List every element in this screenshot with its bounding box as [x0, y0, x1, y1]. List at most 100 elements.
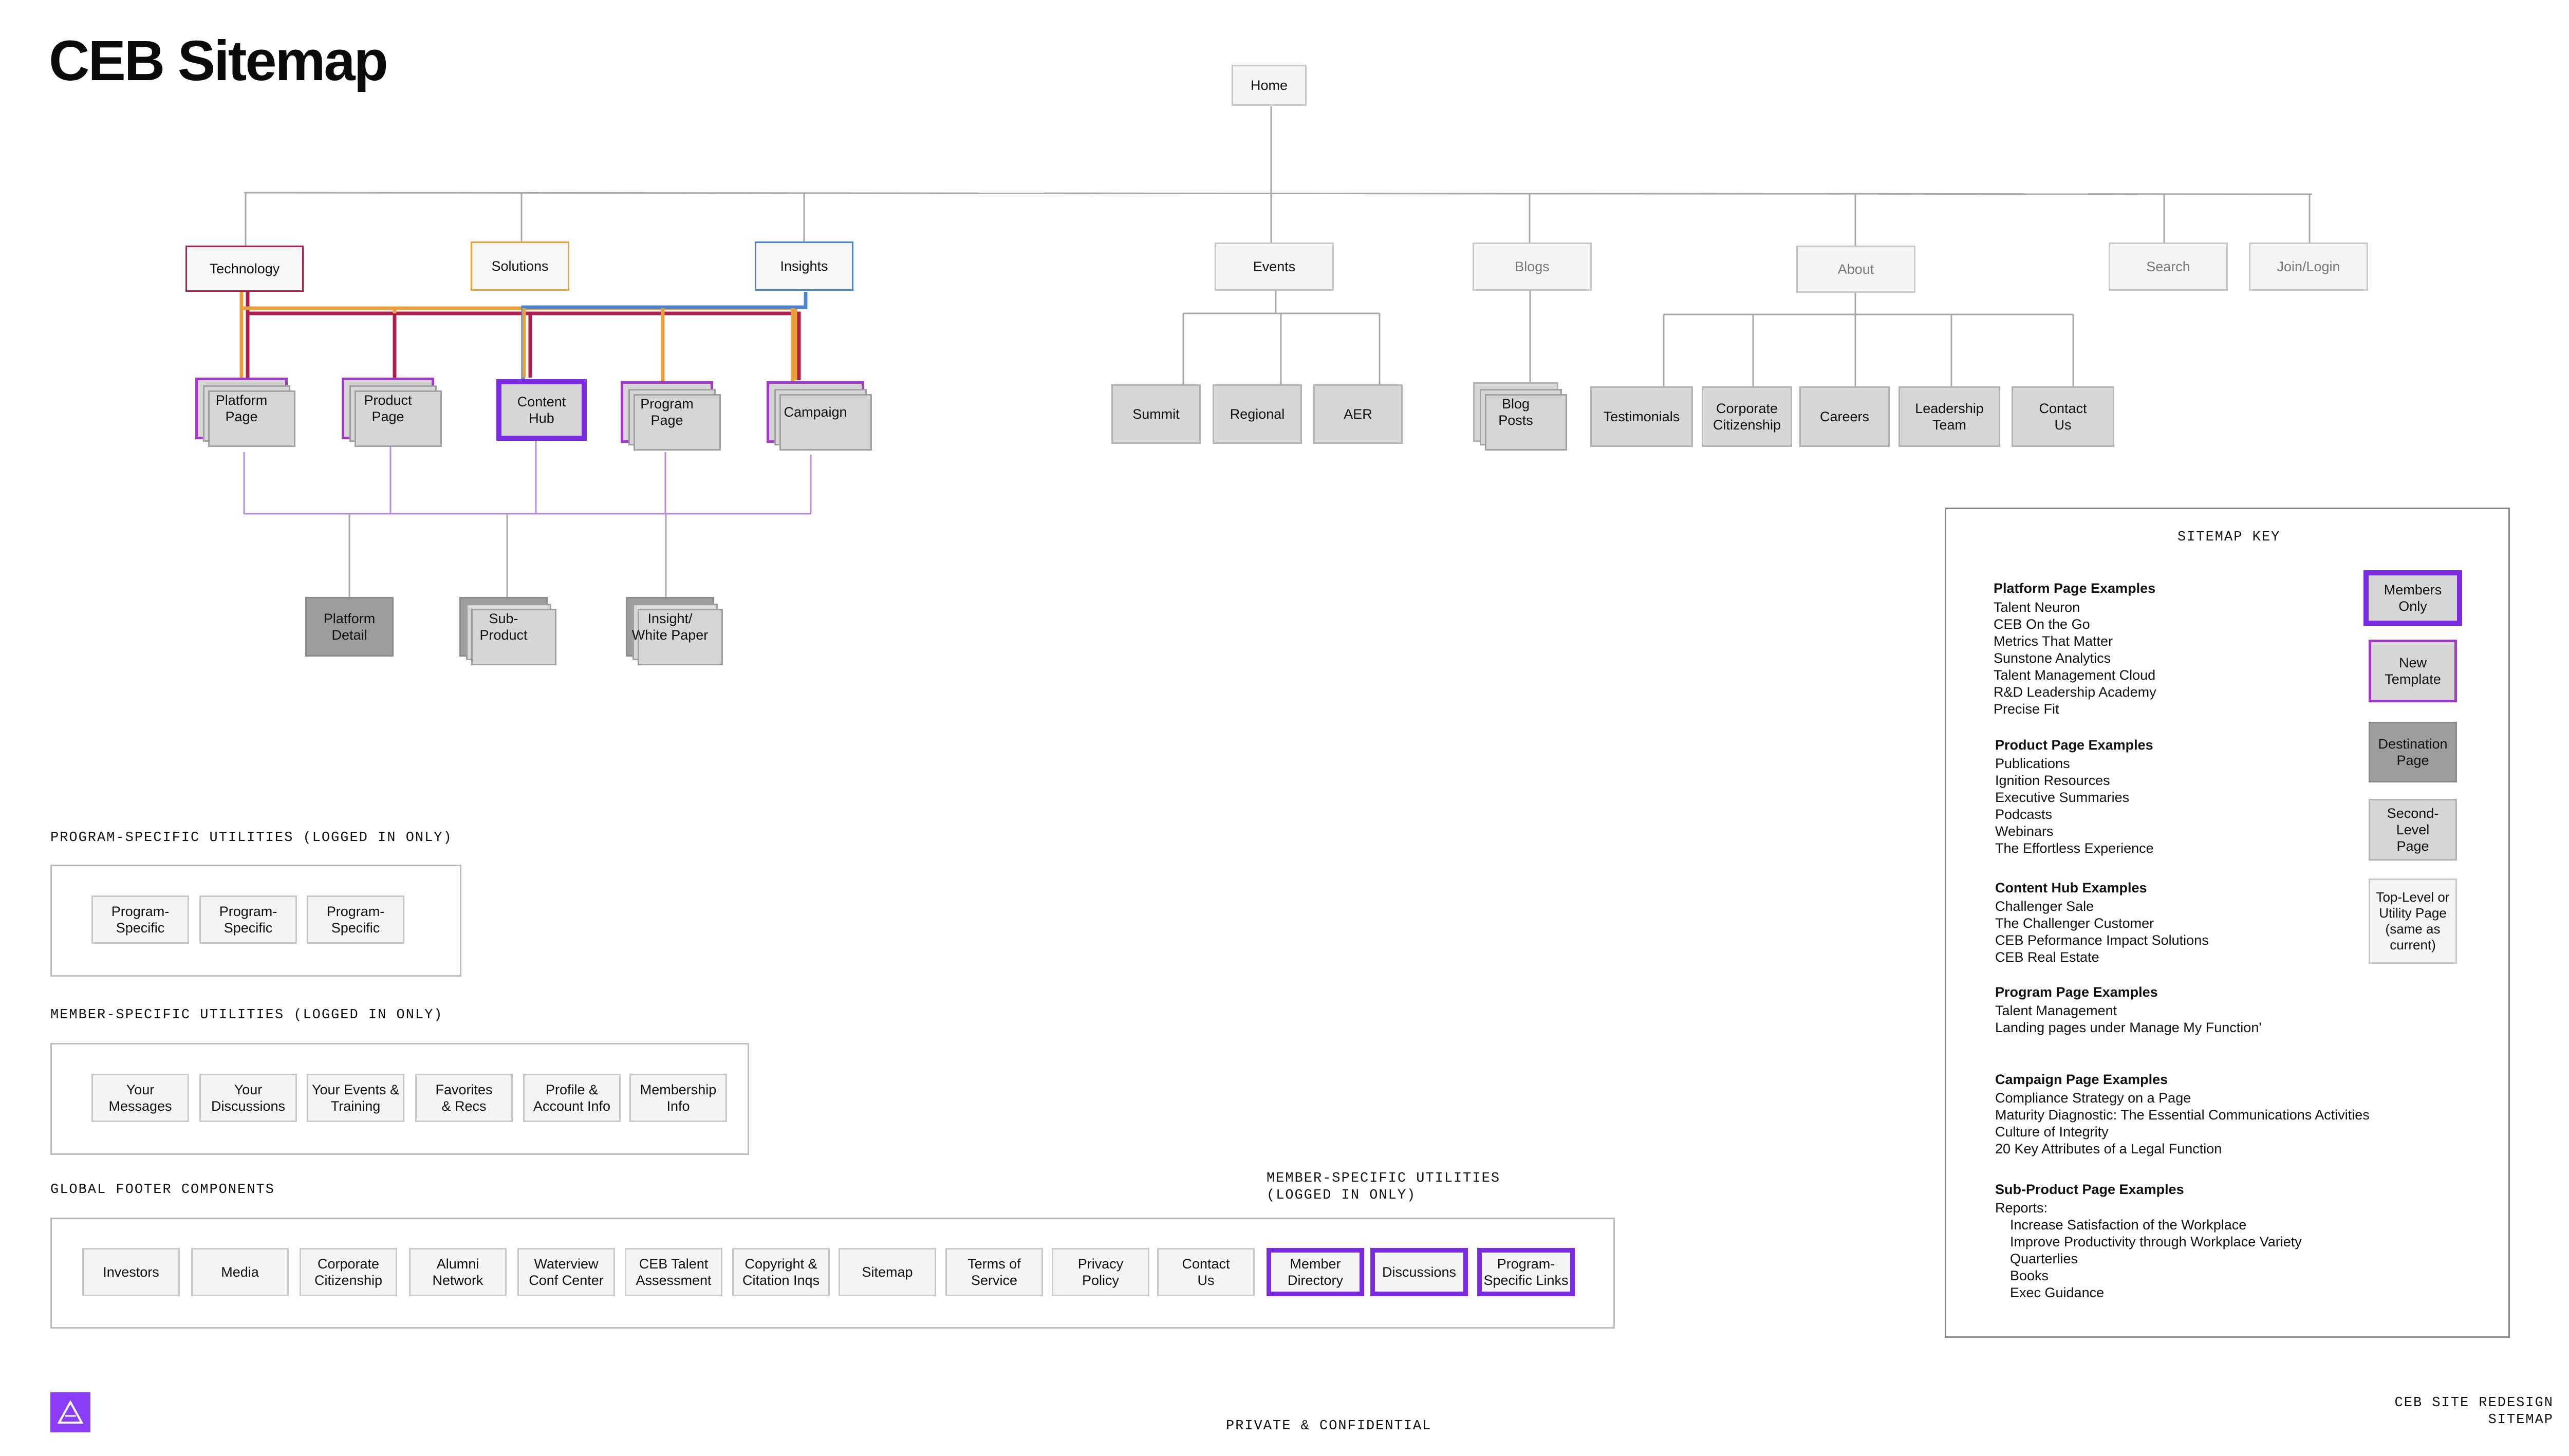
key-content-hub-heading: Content Hub Examples [1995, 880, 2147, 895]
program-utilities-panel [50, 865, 461, 977]
key-content-hub-item: CEB Peformance Impact Solutions [1995, 932, 2209, 948]
platform-page-node[interactable]: Platform Page [195, 378, 295, 447]
key-product-item: Podcasts [1995, 807, 2053, 822]
footer-panel [50, 1218, 1615, 1329]
leadership-team-node[interactable]: Leadership Team [1898, 386, 2000, 447]
your-messages-utility[interactable]: Your Messages [91, 1074, 189, 1122]
key-content-hub-item: The Challenger Customer [1995, 916, 2154, 931]
key-product-item: Webinars [1995, 824, 2054, 839]
footer-ceb-talent-assessment[interactable]: CEB Talent Assessment [625, 1248, 722, 1296]
blogs-node[interactable]: Blogs [1473, 242, 1592, 291]
footer-discussions[interactable]: Discussions [1370, 1248, 1468, 1296]
program-specific-utility-3[interactable]: Program- Specific [307, 895, 404, 944]
legend-new-template: New Template [2369, 640, 2457, 702]
key-program-heading: Program Page Examples [1995, 984, 2158, 1000]
sitemap-key-panel [1945, 508, 2510, 1338]
aer-node[interactable]: AER [1313, 384, 1403, 444]
key-content-hub-item: CEB Real Estate [1995, 949, 2099, 965]
project-label: CEB SITE REDESIGN SITEMAP [2394, 1395, 2554, 1428]
key-product-item: Executive Summaries [1995, 790, 2130, 805]
program-utilities-heading: PROGRAM-SPECIFIC UTILITIES (LOGGED IN ON… [50, 830, 453, 846]
key-program-item: Talent Management [1995, 1003, 2117, 1018]
key-campaign-item: Maturity Diagnostic: The Essential Commu… [1995, 1107, 2370, 1123]
membership-info-utility[interactable]: Membership Info [629, 1074, 727, 1122]
your-discussions-utility[interactable]: Your Discussions [199, 1074, 297, 1122]
insight-white-paper-node[interactable]: Insight/ White Paper [626, 597, 723, 665]
footer-program-specific-links[interactable]: Program- Specific Links [1477, 1248, 1575, 1296]
key-content-hub-item: Challenger Sale [1995, 899, 2094, 914]
careers-node[interactable]: Careers [1799, 386, 1890, 447]
sub-product-node[interactable]: Sub- Product [459, 597, 556, 665]
key-product-heading: Product Page Examples [1995, 737, 2153, 753]
key-sub-product-item: Quarterlies [2010, 1251, 2078, 1266]
footer-investors[interactable]: Investors [82, 1248, 180, 1296]
key-platform-item: Talent Management Cloud [1994, 667, 2156, 683]
footer-member-directory[interactable]: Member Directory [1267, 1248, 1364, 1296]
home-node[interactable]: Home [1232, 65, 1307, 106]
program-specific-utility-1[interactable]: Program- Specific [91, 895, 189, 944]
key-platform-item: CEB On the Go [1994, 617, 2090, 632]
key-sub-product-item: Books [2010, 1268, 2049, 1283]
key-product-item: Publications [1995, 756, 2070, 771]
program-specific-utility-2[interactable]: Program- Specific [199, 895, 297, 944]
solutions-node[interactable]: Solutions [471, 241, 569, 291]
key-platform-item: Talent Neuron [1994, 600, 2080, 615]
corporate-citizenship-node[interactable]: Corporate Citizenship [1702, 386, 1792, 447]
join-login-node[interactable]: Join/Login [2249, 242, 2368, 291]
key-sub-product-item: Improve Productivity through Workplace V… [2010, 1234, 2302, 1249]
key-sub-product-item: Reports: [1995, 1200, 2048, 1216]
favorites-recs-utility[interactable]: Favorites & Recs [415, 1074, 513, 1122]
legend-second-level-page: Second- Level Page [2369, 799, 2457, 861]
sitemap-key-title: SITEMAP KEY [2177, 530, 2281, 545]
your-events-training-utility[interactable]: Your Events & Training [307, 1074, 404, 1122]
legend-members-only: Members Only [2363, 570, 2462, 626]
footer-heading: GLOBAL FOOTER COMPONENTS [50, 1182, 275, 1198]
key-platform-item: R&D Leadership Academy [1994, 684, 2156, 700]
confidential-note: PRIVATE & CONFIDENTIAL [1226, 1418, 1432, 1434]
summit-node[interactable]: Summit [1111, 384, 1201, 444]
events-node[interactable]: Events [1215, 242, 1334, 291]
footer-alumni-network[interactable]: Alumni Network [409, 1248, 507, 1296]
key-campaign-heading: Campaign Page Examples [1995, 1072, 2168, 1087]
legend-top-level-page: Top-Level or Utility Page (same as curre… [2369, 879, 2457, 964]
campaign-node[interactable]: Campaign [767, 381, 872, 451]
regional-node[interactable]: Regional [1213, 384, 1302, 444]
key-product-item: The Effortless Experience [1995, 841, 2154, 856]
footer-member-heading: MEMBER-SPECIFIC UTILITIES (LOGGED IN ONL… [1267, 1171, 1501, 1203]
about-node[interactable]: About [1796, 246, 1915, 293]
key-program-item: Landing pages under Manage My Function' [1995, 1020, 2262, 1035]
key-product-item: Ignition Resources [1995, 773, 2110, 788]
footer-copyright-citation[interactable]: Copyright & Citation Inqs [732, 1248, 830, 1296]
key-campaign-item: 20 Key Attributes of a Legal Function [1995, 1141, 2222, 1156]
key-platform-heading: Platform Page Examples [1994, 581, 2156, 596]
key-campaign-item: Compliance Strategy on a Page [1995, 1090, 2191, 1106]
footer-waterview-conf-center[interactable]: Waterview Conf Center [517, 1248, 615, 1296]
contact-us-node[interactable]: Contact Us [2012, 386, 2114, 447]
search-node[interactable]: Search [2109, 242, 2228, 291]
triangle-logo-icon [50, 1392, 90, 1432]
program-page-node[interactable]: Program Page [621, 381, 721, 451]
footer-terms-of-service[interactable]: Terms of Service [945, 1248, 1043, 1296]
profile-account-info-utility[interactable]: Profile & Account Info [523, 1074, 621, 1122]
key-platform-item: Metrics That Matter [1994, 633, 2113, 649]
testimonials-node[interactable]: Testimonials [1590, 386, 1693, 447]
page-title: CEB Sitemap [49, 29, 388, 92]
blog-posts-node[interactable]: Blog Posts [1473, 382, 1567, 451]
key-sub-product-heading: Sub-Product Page Examples [1995, 1182, 2184, 1197]
product-page-node[interactable]: Product Page [342, 378, 442, 447]
technology-node[interactable]: Technology [185, 246, 304, 292]
key-sub-product-item: Exec Guidance [2010, 1285, 2105, 1300]
footer-contact-us[interactable]: Contact Us [1157, 1248, 1255, 1296]
key-platform-item: Sunstone Analytics [1994, 650, 2111, 666]
footer-sitemap[interactable]: Sitemap [839, 1248, 936, 1296]
footer-media[interactable]: Media [191, 1248, 289, 1296]
key-platform-item: Precise Fit [1994, 701, 2059, 717]
footer-privacy-policy[interactable]: Privacy Policy [1052, 1248, 1149, 1296]
insights-node[interactable]: Insights [755, 241, 853, 291]
key-campaign-item: Culture of Integrity [1995, 1124, 2109, 1140]
content-hub-node[interactable]: Content Hub [496, 379, 587, 441]
member-utilities-panel [50, 1043, 749, 1155]
footer-corporate-citizenship[interactable]: Corporate Citizenship [300, 1248, 397, 1296]
platform-detail-node[interactable]: Platform Detail [305, 597, 394, 657]
